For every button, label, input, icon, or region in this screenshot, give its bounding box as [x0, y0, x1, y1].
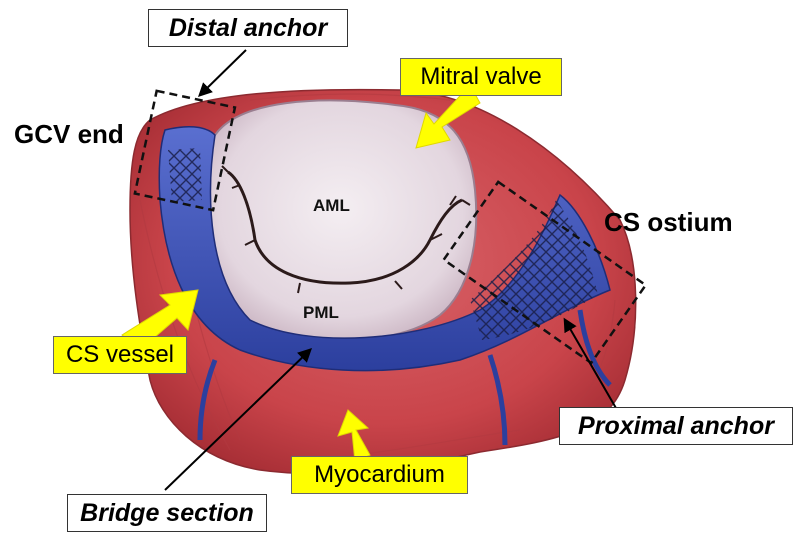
distal-anchor-dashed-box: [133, 89, 237, 212]
vessel-branches: [197, 309, 612, 446]
distal-anchor-label: Distal anchor: [148, 9, 348, 47]
pml-label: PML: [303, 303, 339, 322]
proximal-stent-mesh: [470, 200, 598, 340]
yellow-arrows: [121, 84, 481, 463]
coaptation-line: [227, 170, 463, 285]
mitral-valve-arrow: [415, 84, 481, 149]
gcv-end-label: GCV end: [14, 119, 124, 149]
mitral-valve-label: Mitral valve: [400, 58, 562, 96]
myocardium-label: Myocardium: [291, 456, 468, 494]
cs-vessel-label: CS vessel: [53, 336, 187, 374]
cs-ostium-label: CS ostium: [604, 207, 733, 237]
bridge-section-pointer: [164, 348, 313, 491]
distal-stent-mesh: [168, 148, 202, 202]
aml-label: AML: [313, 196, 350, 215]
proximal-anchor-label: Proximal anchor: [559, 407, 793, 445]
proximal-anchor-pointer: [563, 317, 621, 416]
bridge-section-label: Bridge section: [67, 494, 267, 532]
proximal-anchor-dashed-box: [442, 180, 648, 365]
distal-anchor-pointer: [197, 49, 247, 97]
